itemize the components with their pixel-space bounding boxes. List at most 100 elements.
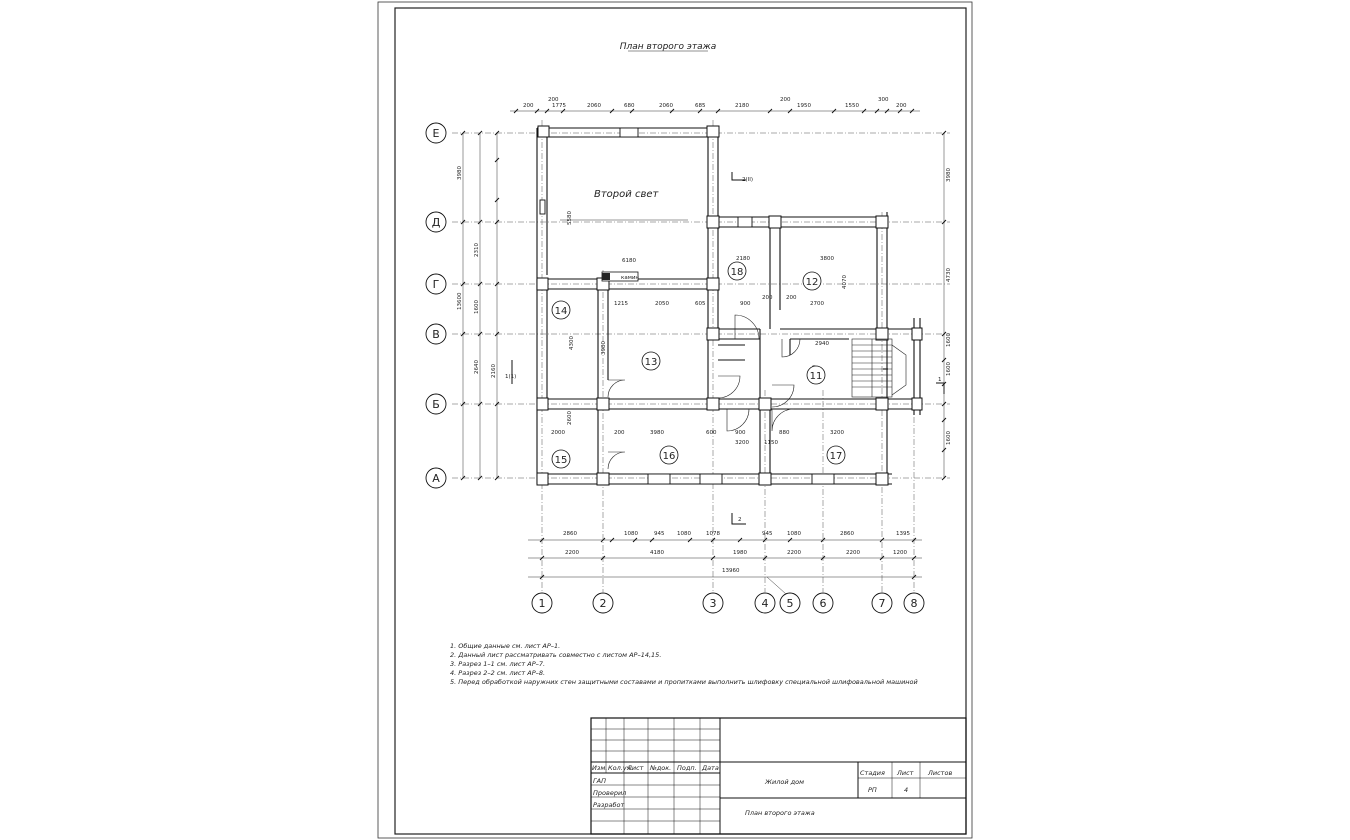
section-2-bottom-label: 2: [738, 517, 742, 523]
dimension-tick: [697, 108, 703, 114]
second-light-label: Второй свет: [594, 189, 659, 200]
axis-bubble: [702, 592, 724, 614]
title-block: [590, 717, 967, 835]
dimension-tick: [494, 331, 500, 337]
dimension-tick: [787, 537, 793, 543]
joint: [536, 397, 549, 411]
fireplace-label: камин: [621, 275, 639, 281]
window: [539, 199, 546, 215]
dimension-tick: [477, 219, 483, 225]
dim-top: 1550: [845, 103, 859, 109]
dim-top: 200: [523, 103, 534, 109]
dim-inner: 900: [740, 301, 751, 307]
dimension-tick: [600, 537, 606, 543]
col-axis-markers: [531, 592, 925, 614]
dim-inner: 3800: [820, 256, 834, 262]
room-marker: [551, 300, 571, 320]
joint: [758, 397, 772, 411]
dimension-tick: [544, 108, 550, 114]
dimension-tick: [539, 555, 545, 561]
dimension-tick: [539, 574, 545, 580]
axis-label: 8: [911, 597, 918, 610]
room-number: 15: [555, 455, 568, 466]
dimension-tick: [609, 537, 615, 543]
axis-bubble: [425, 273, 447, 295]
joint: [875, 397, 889, 411]
room-number: 14: [555, 306, 568, 317]
dim-bottom: 2200: [787, 550, 801, 556]
joint: [537, 125, 550, 138]
dim-top: 685: [695, 103, 706, 109]
axis-grid: [452, 120, 950, 592]
dimension-tick: [609, 108, 615, 114]
dim-right: 3980: [946, 168, 952, 182]
door: [726, 408, 750, 432]
dim-inner: 3200: [735, 440, 749, 446]
section-2-top-marker: [731, 172, 746, 181]
dimension-tick: [632, 537, 638, 543]
note-item: 4. Разрез 2–2 см. лист АР–8.: [450, 669, 545, 677]
room-number: 13: [645, 357, 658, 368]
room-marker: [826, 445, 846, 465]
dim-bottom: 2200: [565, 550, 579, 556]
joint: [596, 397, 610, 411]
door: [771, 384, 795, 408]
door: [781, 338, 801, 358]
dimension-tick: [710, 537, 716, 543]
axis-label: В: [432, 328, 440, 341]
dimension-tick: [941, 417, 947, 423]
dim-top: 200: [896, 103, 907, 109]
dimension-tick: [460, 130, 466, 136]
joint: [706, 277, 720, 291]
row-axis-markers: [425, 122, 447, 489]
dimension-tick: [941, 357, 947, 363]
axis-label: 5: [787, 597, 794, 610]
tb-sheet-label: Лист: [896, 769, 914, 777]
dim-inner: 4070: [842, 275, 848, 289]
axis-bubble: [779, 592, 801, 614]
dimension-tick: [534, 108, 540, 114]
dim-top: 680: [624, 103, 635, 109]
axis-bubble: [425, 323, 447, 345]
axis-bubble: [812, 592, 834, 614]
dim-bottom: 1080: [677, 531, 691, 537]
dim-inner: 2600: [567, 411, 573, 425]
axis-bubble: [425, 467, 447, 489]
room-numbers: 18 12 14 13 11 15 16 17: [555, 267, 843, 466]
door: [717, 375, 741, 399]
door: [607, 379, 626, 398]
note-item: 1. Общие данные см. лист АР–1.: [450, 642, 560, 650]
dim-top: 300: [878, 97, 889, 103]
axis-bubble: [425, 122, 447, 144]
outer-frame: [377, 1, 973, 839]
dims-bottom-2: 2200 4180 1980 2200 2200 1200: [565, 550, 907, 556]
room-number: 17: [830, 451, 843, 462]
dimension-tick: [460, 401, 466, 407]
section-2-top-label: 2(II): [742, 177, 753, 183]
note-item: 3. Разрез 1–1 см. лист АР–7.: [450, 660, 545, 668]
room-markers: [551, 261, 846, 469]
dim-bottom: 4180: [650, 550, 664, 556]
axis-bubble: [592, 592, 614, 614]
window: [699, 473, 723, 485]
dims-inner: 6180 2180 3800 1215 2050 605 900 200 270…: [551, 211, 848, 446]
room-marker: [641, 351, 661, 371]
tb-header: Дата: [701, 764, 719, 772]
dimension-tick: [911, 555, 917, 561]
dimension-tick: [477, 475, 483, 481]
dim-inner: 605: [695, 301, 706, 307]
dim-top: 1775: [552, 103, 566, 109]
joint: [911, 327, 923, 341]
axis-label: 7: [879, 597, 886, 610]
dimension-tick: [600, 555, 606, 561]
dims-right: 3980 4730 1600 1600 1600: [946, 168, 952, 445]
dim-left: 1600: [474, 300, 480, 314]
axis-label: Е: [433, 127, 440, 140]
dimension-tick: [941, 130, 947, 136]
dimension-tick: [941, 401, 947, 407]
axis-bubble: [425, 211, 447, 233]
dimension-tick: [460, 331, 466, 337]
dimension-tick: [710, 555, 716, 561]
joint: [875, 327, 889, 341]
room-number: 18: [731, 267, 744, 278]
